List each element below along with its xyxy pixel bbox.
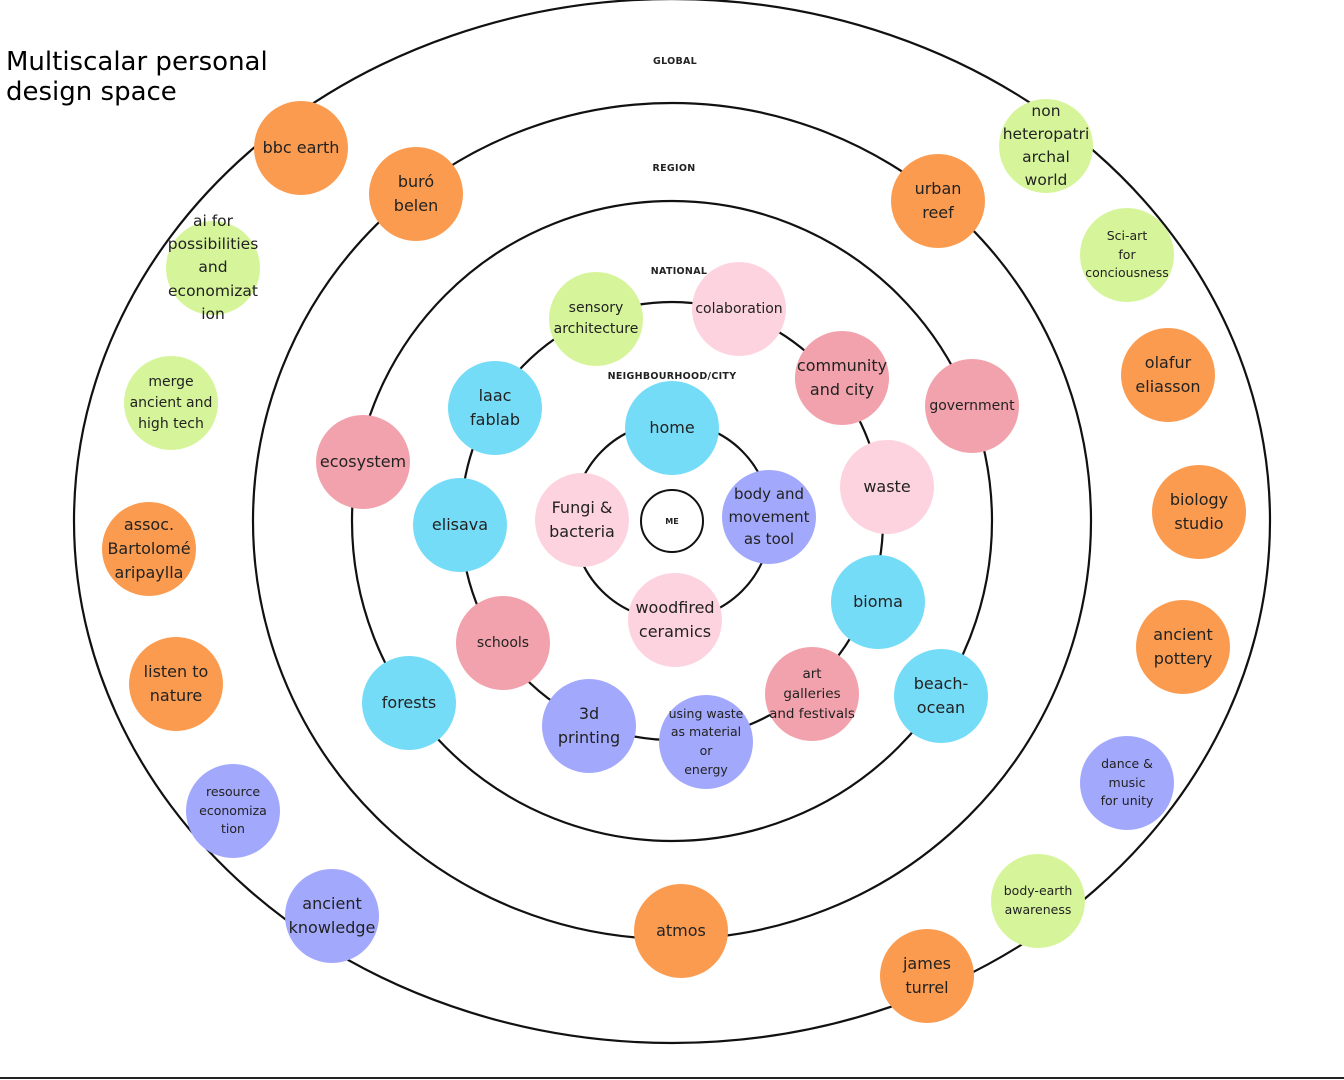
node-label: forests xyxy=(381,693,437,712)
node-beach-ocean[interactable]: beach- ocean xyxy=(894,649,988,743)
node-label: bioma xyxy=(853,592,903,611)
me-center-circle: ME xyxy=(640,489,704,553)
node-ancient-knowledge[interactable]: ancient knowledge xyxy=(285,869,379,963)
node-home[interactable]: home xyxy=(625,381,719,475)
ring-label-global: GLOBAL xyxy=(653,56,697,67)
node-fungi-bacteria[interactable]: Fungi & bacteria xyxy=(535,473,629,567)
node-resource-economization[interactable]: resource economiza tion xyxy=(186,764,280,858)
node-label: sensory architecture xyxy=(553,300,639,337)
node-atmos[interactable]: atmos xyxy=(634,884,728,978)
node-james-turrel[interactable]: james turrel xyxy=(880,929,974,1023)
node-colaboration[interactable]: colaboration xyxy=(692,262,786,356)
node-label: schools xyxy=(476,634,530,651)
node-label: olafur eliasson xyxy=(1135,353,1201,396)
node-label: using waste as material or energy xyxy=(668,705,744,777)
node-label: Sci-art for conciousness xyxy=(1085,227,1169,281)
node-body-movement[interactable]: body and movement as tool xyxy=(722,470,816,564)
node-buro-belen[interactable]: buró belen xyxy=(369,147,463,241)
node-community-city[interactable]: community and city xyxy=(795,331,889,425)
node-ecosystem[interactable]: ecosystem xyxy=(316,415,410,509)
node-label: ecosystem xyxy=(319,452,407,471)
node-urban-reef[interactable]: urban reef xyxy=(891,154,985,248)
node-label: resource economiza tion xyxy=(199,783,267,837)
node-laac-fablab[interactable]: laac fablab xyxy=(448,361,542,455)
node-label: Fungi & bacteria xyxy=(549,498,615,541)
node-merge-ancient[interactable]: merge ancient and high tech xyxy=(124,356,218,450)
node-label: buró belen xyxy=(393,172,439,215)
node-label: ai for possibilities and economizat ion xyxy=(167,211,259,323)
node-label: waste xyxy=(863,477,911,496)
node-woodfired-ceramics[interactable]: woodfired ceramics xyxy=(628,573,722,667)
node-olafur-eliasson[interactable]: olafur eliasson xyxy=(1121,328,1215,422)
node-label: james turrel xyxy=(902,954,951,997)
node-label: body-earth awareness xyxy=(1003,883,1073,917)
page-title: Multiscalar personal design space xyxy=(6,47,268,107)
node-label: woodfired ceramics xyxy=(635,598,715,641)
ring-label-national: NATIONAL xyxy=(651,266,707,277)
node-label: laac fablab xyxy=(470,386,520,429)
ring-label-neighbourhood: NEIGHBOURHOOD/CITY xyxy=(608,371,737,382)
ring-label-region: REGION xyxy=(653,163,696,174)
node-body-earth[interactable]: body-earth awareness xyxy=(991,854,1085,948)
node-label: ancient knowledge xyxy=(288,894,376,937)
node-label: beach- ocean xyxy=(913,674,969,717)
node-label: home xyxy=(649,418,695,437)
node-label: body and movement as tool xyxy=(728,485,810,549)
node-listen-nature[interactable]: listen to nature xyxy=(129,637,223,731)
node-non-heteropatriarchal[interactable]: non heteropatri archal world xyxy=(999,99,1093,193)
node-label: art galleries and festivals xyxy=(769,665,855,723)
node-bioma[interactable]: bioma xyxy=(831,555,925,649)
node-label: merge ancient and high tech xyxy=(129,373,213,432)
node-label: bbc earth xyxy=(262,138,340,157)
node-government[interactable]: government xyxy=(925,359,1019,453)
node-label: biology studio xyxy=(1169,490,1229,533)
node-label: dance & music for unity xyxy=(1100,755,1154,809)
node-label: elisava xyxy=(431,515,489,534)
node-label: 3d printing xyxy=(557,704,621,747)
node-label: urban reef xyxy=(914,179,962,222)
ring-national xyxy=(350,199,994,843)
node-3d-printing[interactable]: 3d printing xyxy=(542,679,636,773)
node-forests[interactable]: forests xyxy=(362,656,456,750)
node-elisava[interactable]: elisava xyxy=(413,478,507,572)
node-sci-art[interactable]: Sci-art for conciousness xyxy=(1080,208,1174,302)
node-label: non heteropatri archal world xyxy=(1002,101,1090,190)
node-schools[interactable]: schools xyxy=(456,596,550,690)
node-label: colaboration xyxy=(695,300,783,317)
ring-global xyxy=(73,0,1271,1044)
node-bbc-earth[interactable]: bbc earth xyxy=(254,101,348,195)
node-waste[interactable]: waste xyxy=(840,440,934,534)
node-label: listen to nature xyxy=(143,662,209,705)
node-using-waste[interactable]: using waste as material or energy xyxy=(659,695,753,789)
node-assoc-bartolome[interactable]: assoc. Bartolomé aripaylla xyxy=(102,502,196,596)
node-label: assoc. Bartolomé aripaylla xyxy=(107,515,191,582)
bottom-border xyxy=(0,1077,1344,1079)
node-label: atmos xyxy=(656,921,706,940)
node-biology-studio[interactable]: biology studio xyxy=(1152,465,1246,559)
node-label: community and city xyxy=(796,356,888,399)
node-label: ancient pottery xyxy=(1153,625,1213,668)
node-ai-possibilities[interactable]: ai for possibilities and economizat ion xyxy=(166,212,260,323)
node-ancient-pottery[interactable]: ancient pottery xyxy=(1136,600,1230,694)
node-sensory-architecture[interactable]: sensory architecture xyxy=(549,272,643,366)
node-label: government xyxy=(929,397,1015,414)
node-dance-music[interactable]: dance & music for unity xyxy=(1080,736,1174,830)
node-art-galleries[interactable]: art galleries and festivals xyxy=(765,647,859,741)
